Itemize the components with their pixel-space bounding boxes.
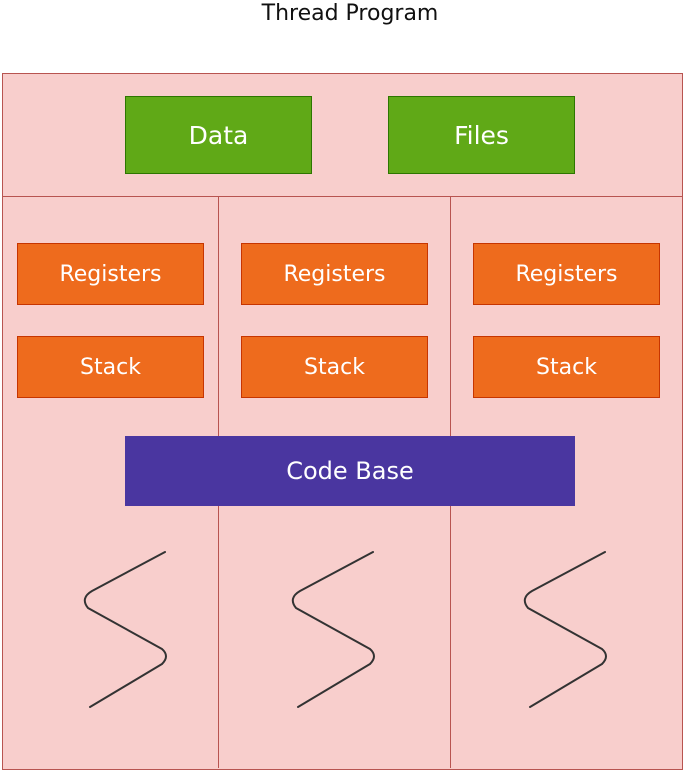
thread-3-registers-label: Registers bbox=[515, 261, 618, 287]
process-panel bbox=[2, 73, 683, 770]
thread-3-stack-box: Stack bbox=[473, 336, 660, 398]
files-box: Files bbox=[388, 96, 575, 174]
data-box: Data bbox=[125, 96, 312, 174]
data-label: Data bbox=[188, 120, 249, 150]
thread-1-squiggle-icon bbox=[83, 551, 167, 708]
thread-2-stack-box: Stack bbox=[241, 336, 428, 398]
thread-2-stack-label: Stack bbox=[304, 354, 365, 380]
thread-2-registers-box: Registers bbox=[241, 243, 428, 305]
thread-1-registers-box: Registers bbox=[17, 243, 204, 305]
files-label: Files bbox=[454, 120, 509, 150]
thread-1-registers-label: Registers bbox=[59, 261, 162, 287]
thread-2-registers-label: Registers bbox=[283, 261, 386, 287]
thread-3-stack-label: Stack bbox=[536, 354, 597, 380]
shared-section-divider bbox=[2, 196, 683, 197]
thread-3-registers-box: Registers bbox=[473, 243, 660, 305]
thread-3-squiggle-icon bbox=[523, 551, 607, 708]
thread-1-stack-label: Stack bbox=[80, 354, 141, 380]
code-base-box: Code Base bbox=[125, 436, 575, 506]
thread-1-stack-box: Stack bbox=[17, 336, 204, 398]
code-base-label: Code Base bbox=[286, 457, 414, 485]
thread-2-squiggle-icon bbox=[291, 551, 375, 708]
diagram-title: Thread Program bbox=[261, 1, 439, 26]
